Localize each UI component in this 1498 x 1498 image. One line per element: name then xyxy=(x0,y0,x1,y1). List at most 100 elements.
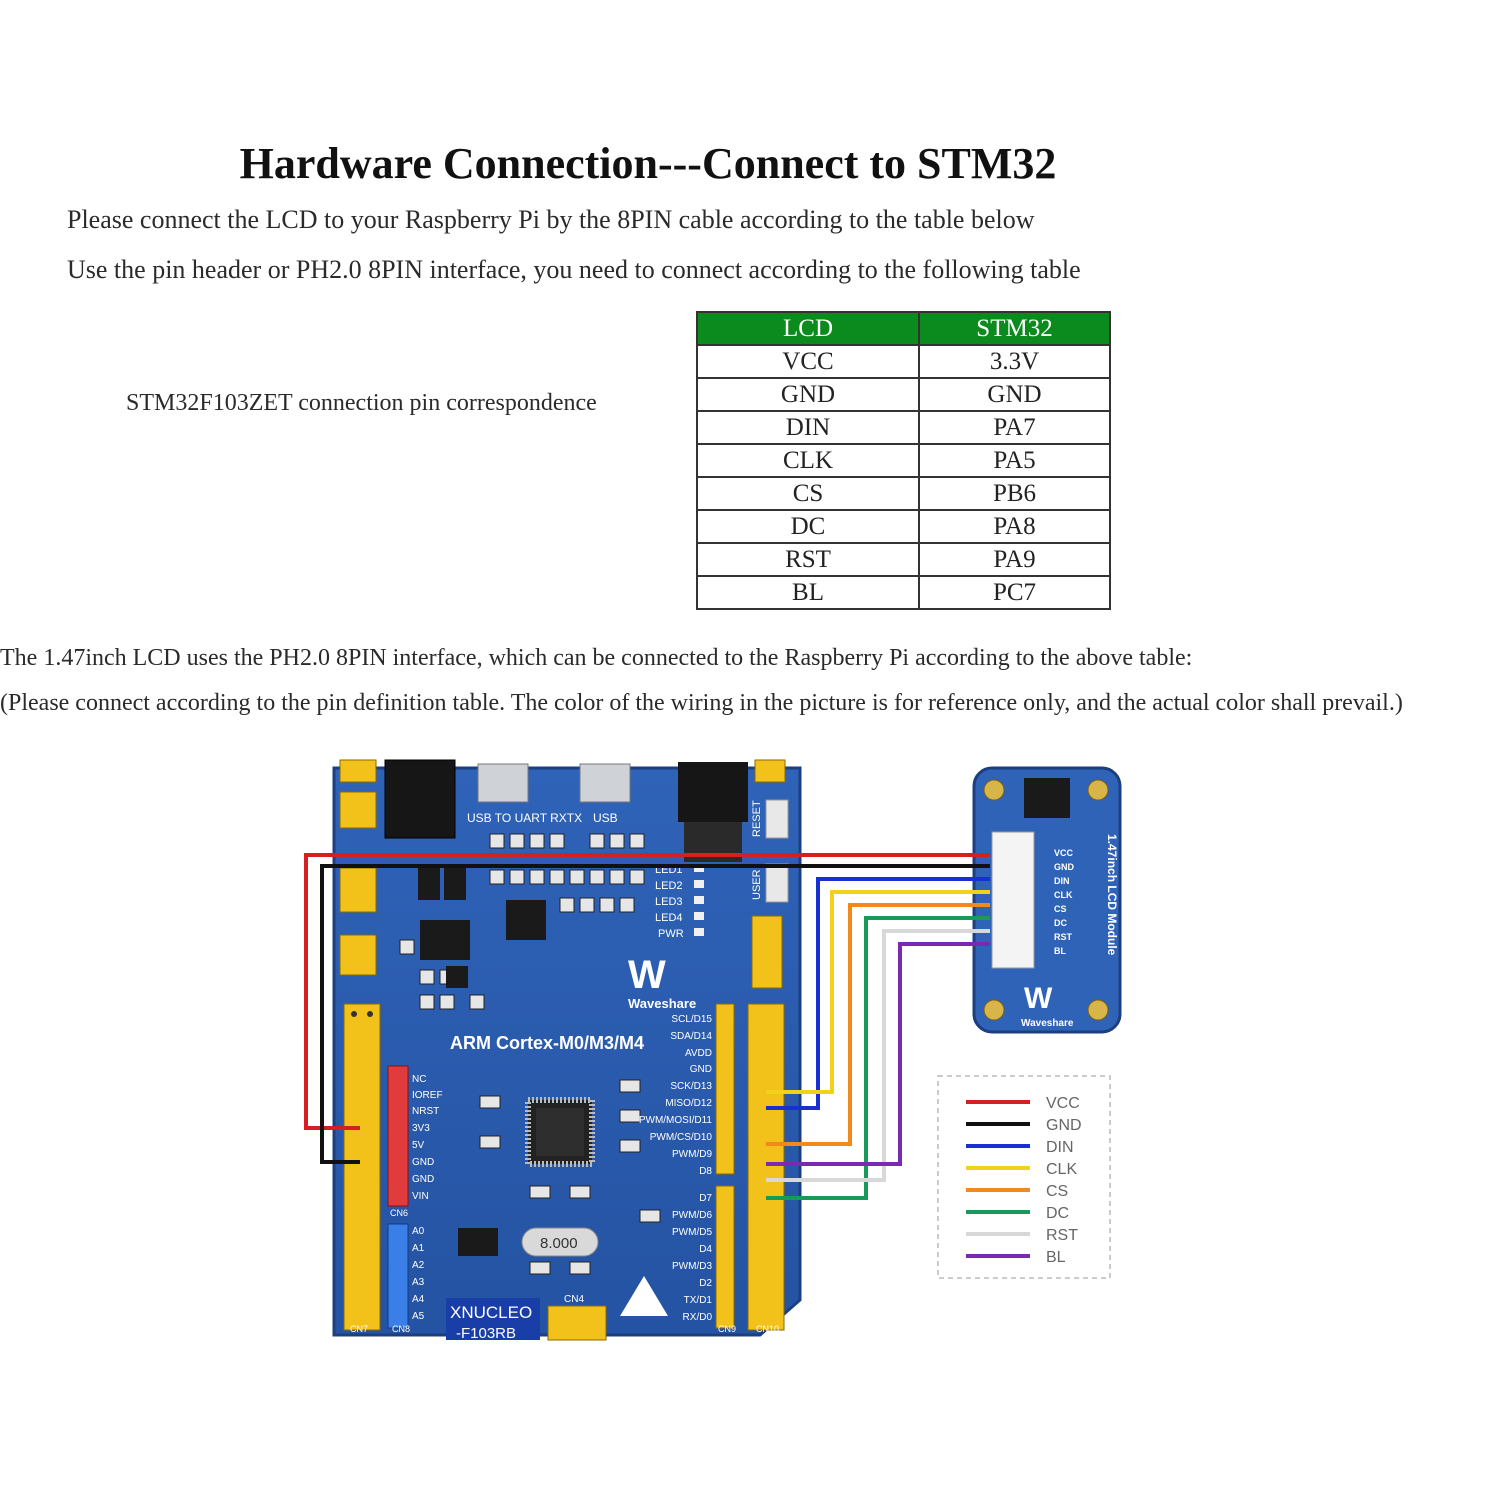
digital-pin-label: TX/D1 xyxy=(684,1295,713,1306)
analog-pin-label: A1 xyxy=(412,1243,425,1254)
cn10-label: CN10 xyxy=(756,1324,779,1334)
lcd-pin-label: RST xyxy=(1054,932,1073,942)
wire-legend: VCC GND DIN CLK CS DC RST BL xyxy=(937,1075,1111,1279)
lcd-module: VCC GND DIN CLK CS DC RST BL 1.47inch LC… xyxy=(972,766,1122,1034)
lcd-pin: BL xyxy=(696,575,920,610)
power-pin-label: GND xyxy=(412,1157,434,1168)
lcd-brand: Waveshare xyxy=(1021,1018,1074,1029)
digital-pin-label: PWM/CS/D10 xyxy=(650,1132,713,1143)
digital-pin-label: SDA/D14 xyxy=(670,1031,712,1042)
cn8-label: CN8 xyxy=(392,1324,410,1334)
lcd-module-name: 1.47inch LCD Module xyxy=(1105,834,1119,956)
digital-pin-label: PWM/D3 xyxy=(672,1261,712,1272)
legend-label: DIN xyxy=(1046,1139,1074,1156)
stm32-pin: PA7 xyxy=(918,410,1111,445)
lcd-pin-label: VCC xyxy=(1054,848,1074,858)
power-pin-label: NRST xyxy=(412,1106,439,1117)
lcd-pin: DIN xyxy=(696,410,920,445)
legend-label: BL xyxy=(1046,1249,1066,1266)
page-title: Hardware Connection---Connect to STM32 xyxy=(239,139,1057,188)
digital-pin-label: AVDD xyxy=(685,1048,712,1059)
lcd-pin: CS xyxy=(696,476,920,511)
stm32-pin: PA9 xyxy=(918,542,1111,577)
wire-gnd xyxy=(320,864,990,1164)
power-pin-label: 5V xyxy=(412,1140,425,1151)
power-pin-label: VIN xyxy=(412,1191,429,1202)
stm32-pin: PC7 xyxy=(918,575,1111,610)
digital-pin-label: D4 xyxy=(699,1244,712,1255)
crystal-label: 8.000 xyxy=(540,1235,578,1252)
legend-label: GND xyxy=(1046,1117,1082,1134)
digital-pin-label: D8 xyxy=(699,1166,712,1177)
lcd-pin: DC xyxy=(696,509,920,544)
analog-pin-label: A2 xyxy=(412,1260,425,1271)
analog-pin-label: A3 xyxy=(412,1277,425,1288)
digital-pin-label: SCL/D15 xyxy=(671,1014,712,1025)
header-stm32: STM32 xyxy=(918,311,1111,346)
lcd-pin: CLK xyxy=(696,443,920,478)
note-line-1: The 1.47inch LCD uses the PH2.0 8PIN int… xyxy=(0,645,1193,671)
legend-label: VCC xyxy=(1046,1095,1080,1112)
digital-pin-label: D2 xyxy=(699,1278,712,1289)
waveshare-logo-icon: W xyxy=(628,953,666,997)
analog-pin-label: A0 xyxy=(412,1226,425,1237)
digital-pin-label: PWM/D9 xyxy=(672,1149,712,1160)
lcd-pin-label: GND xyxy=(1054,862,1075,872)
lcd-pin-label: BL xyxy=(1054,946,1066,956)
legend-label: RST xyxy=(1046,1227,1078,1244)
digital-pin-label: D7 xyxy=(699,1193,712,1204)
power-pin-label: NC xyxy=(412,1074,426,1085)
usb-uart-label: USB TO UART RXTX xyxy=(467,811,582,825)
lcd-pin: GND xyxy=(696,377,920,412)
lcd-pin-label: DC xyxy=(1054,918,1067,928)
stm32-pin: PA8 xyxy=(918,509,1111,544)
header-lcd: LCD xyxy=(696,311,920,346)
digital-pin-label: RX/D0 xyxy=(683,1312,713,1323)
cn7-label: CN7 xyxy=(350,1324,368,1334)
model-line-2: -F103RB xyxy=(456,1325,516,1342)
power-pin-label: IOREF xyxy=(412,1090,443,1101)
wire-dc xyxy=(766,916,990,1200)
stm32-board: USB TO UART RXTX USB RESET USER LED1 LED… xyxy=(332,759,802,1342)
user-label: USER xyxy=(751,869,763,900)
digital-pin-label: GND xyxy=(690,1064,712,1075)
power-pin-label: GND xyxy=(412,1174,434,1185)
lcd-pin-label: CS xyxy=(1054,904,1067,914)
model-line-1: XNUCLEO xyxy=(450,1303,532,1322)
side-label: STM32F103ZET connection pin corresponden… xyxy=(126,390,597,416)
reset-label: RESET xyxy=(751,800,763,837)
legend-label: DC xyxy=(1046,1205,1069,1222)
power-pin-label: 3V3 xyxy=(412,1123,430,1134)
lcd-pin-label: CLK xyxy=(1054,890,1073,900)
wire-bl xyxy=(766,942,990,1166)
lcd-pin-label: DIN xyxy=(1054,876,1070,886)
legend-label: CS xyxy=(1046,1183,1068,1200)
usb-label: USB xyxy=(593,811,618,825)
wire-din xyxy=(766,877,990,1110)
wires xyxy=(304,853,990,1200)
intro-line-2: Use the pin header or PH2.0 8PIN interfa… xyxy=(67,255,1081,284)
digital-pin-label: PWM/D5 xyxy=(672,1227,712,1238)
wire-cs xyxy=(766,903,990,1146)
note-line-2: (Please connect according to the pin def… xyxy=(0,690,1403,716)
board-brand: Waveshare xyxy=(628,996,696,1011)
digital-pin-label: MISO/D12 xyxy=(665,1098,712,1109)
wire-clk xyxy=(766,890,990,1094)
st-logo-icon xyxy=(620,1276,668,1316)
waveshare-logo-icon: W xyxy=(1024,982,1053,1015)
lcd-pin: VCC xyxy=(696,344,920,379)
led3-label: LED3 xyxy=(655,896,683,908)
wire-vcc xyxy=(304,853,990,1130)
digital-pin-label: PWM/MOSI/D11 xyxy=(639,1115,713,1126)
cn4-label: CN4 xyxy=(564,1294,584,1305)
digital-pin-label: SCK/D13 xyxy=(670,1081,712,1092)
